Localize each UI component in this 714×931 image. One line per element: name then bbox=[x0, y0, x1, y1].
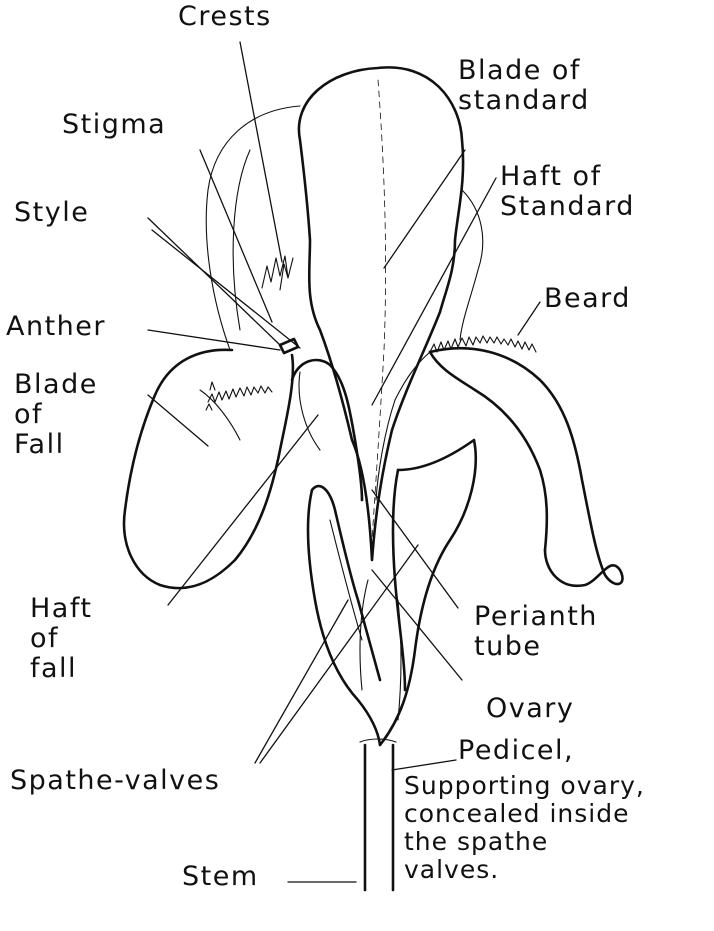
label-spathe-valves: Spathe-valves bbox=[10, 766, 220, 796]
label-blade-of-standard: Blade of standard bbox=[458, 56, 590, 116]
beard-left bbox=[208, 386, 272, 402]
label-beard: Beard bbox=[544, 284, 631, 314]
label-style: Style bbox=[14, 198, 89, 228]
label-perianth-tube: Perianth tube bbox=[474, 602, 598, 662]
anther bbox=[280, 339, 298, 353]
label-haft-of-standard: Haft of Standard bbox=[500, 162, 635, 222]
left-fall bbox=[124, 350, 293, 588]
ovary bbox=[360, 580, 401, 720]
label-anther: Anther bbox=[6, 312, 106, 342]
label-pedicel: Pedicel, bbox=[458, 736, 574, 766]
rear-standard-left bbox=[206, 106, 300, 350]
label-pedicel-note: Supporting ovary, concealed inside the s… bbox=[404, 772, 645, 884]
crests bbox=[262, 256, 293, 290]
right-fall bbox=[430, 348, 622, 586]
standard-petal bbox=[299, 67, 463, 560]
label-ovary: Ovary bbox=[486, 694, 574, 724]
label-crests: Crests bbox=[178, 2, 272, 32]
rear-standard-right bbox=[460, 190, 483, 340]
label-stem: Stem bbox=[182, 862, 259, 892]
label-stigma: Stigma bbox=[62, 110, 166, 140]
label-blade-of-fall: Blade of Fall bbox=[14, 370, 98, 461]
haft-of-fall bbox=[292, 360, 362, 500]
label-haft-of-fall: Haft of fall bbox=[30, 594, 92, 685]
